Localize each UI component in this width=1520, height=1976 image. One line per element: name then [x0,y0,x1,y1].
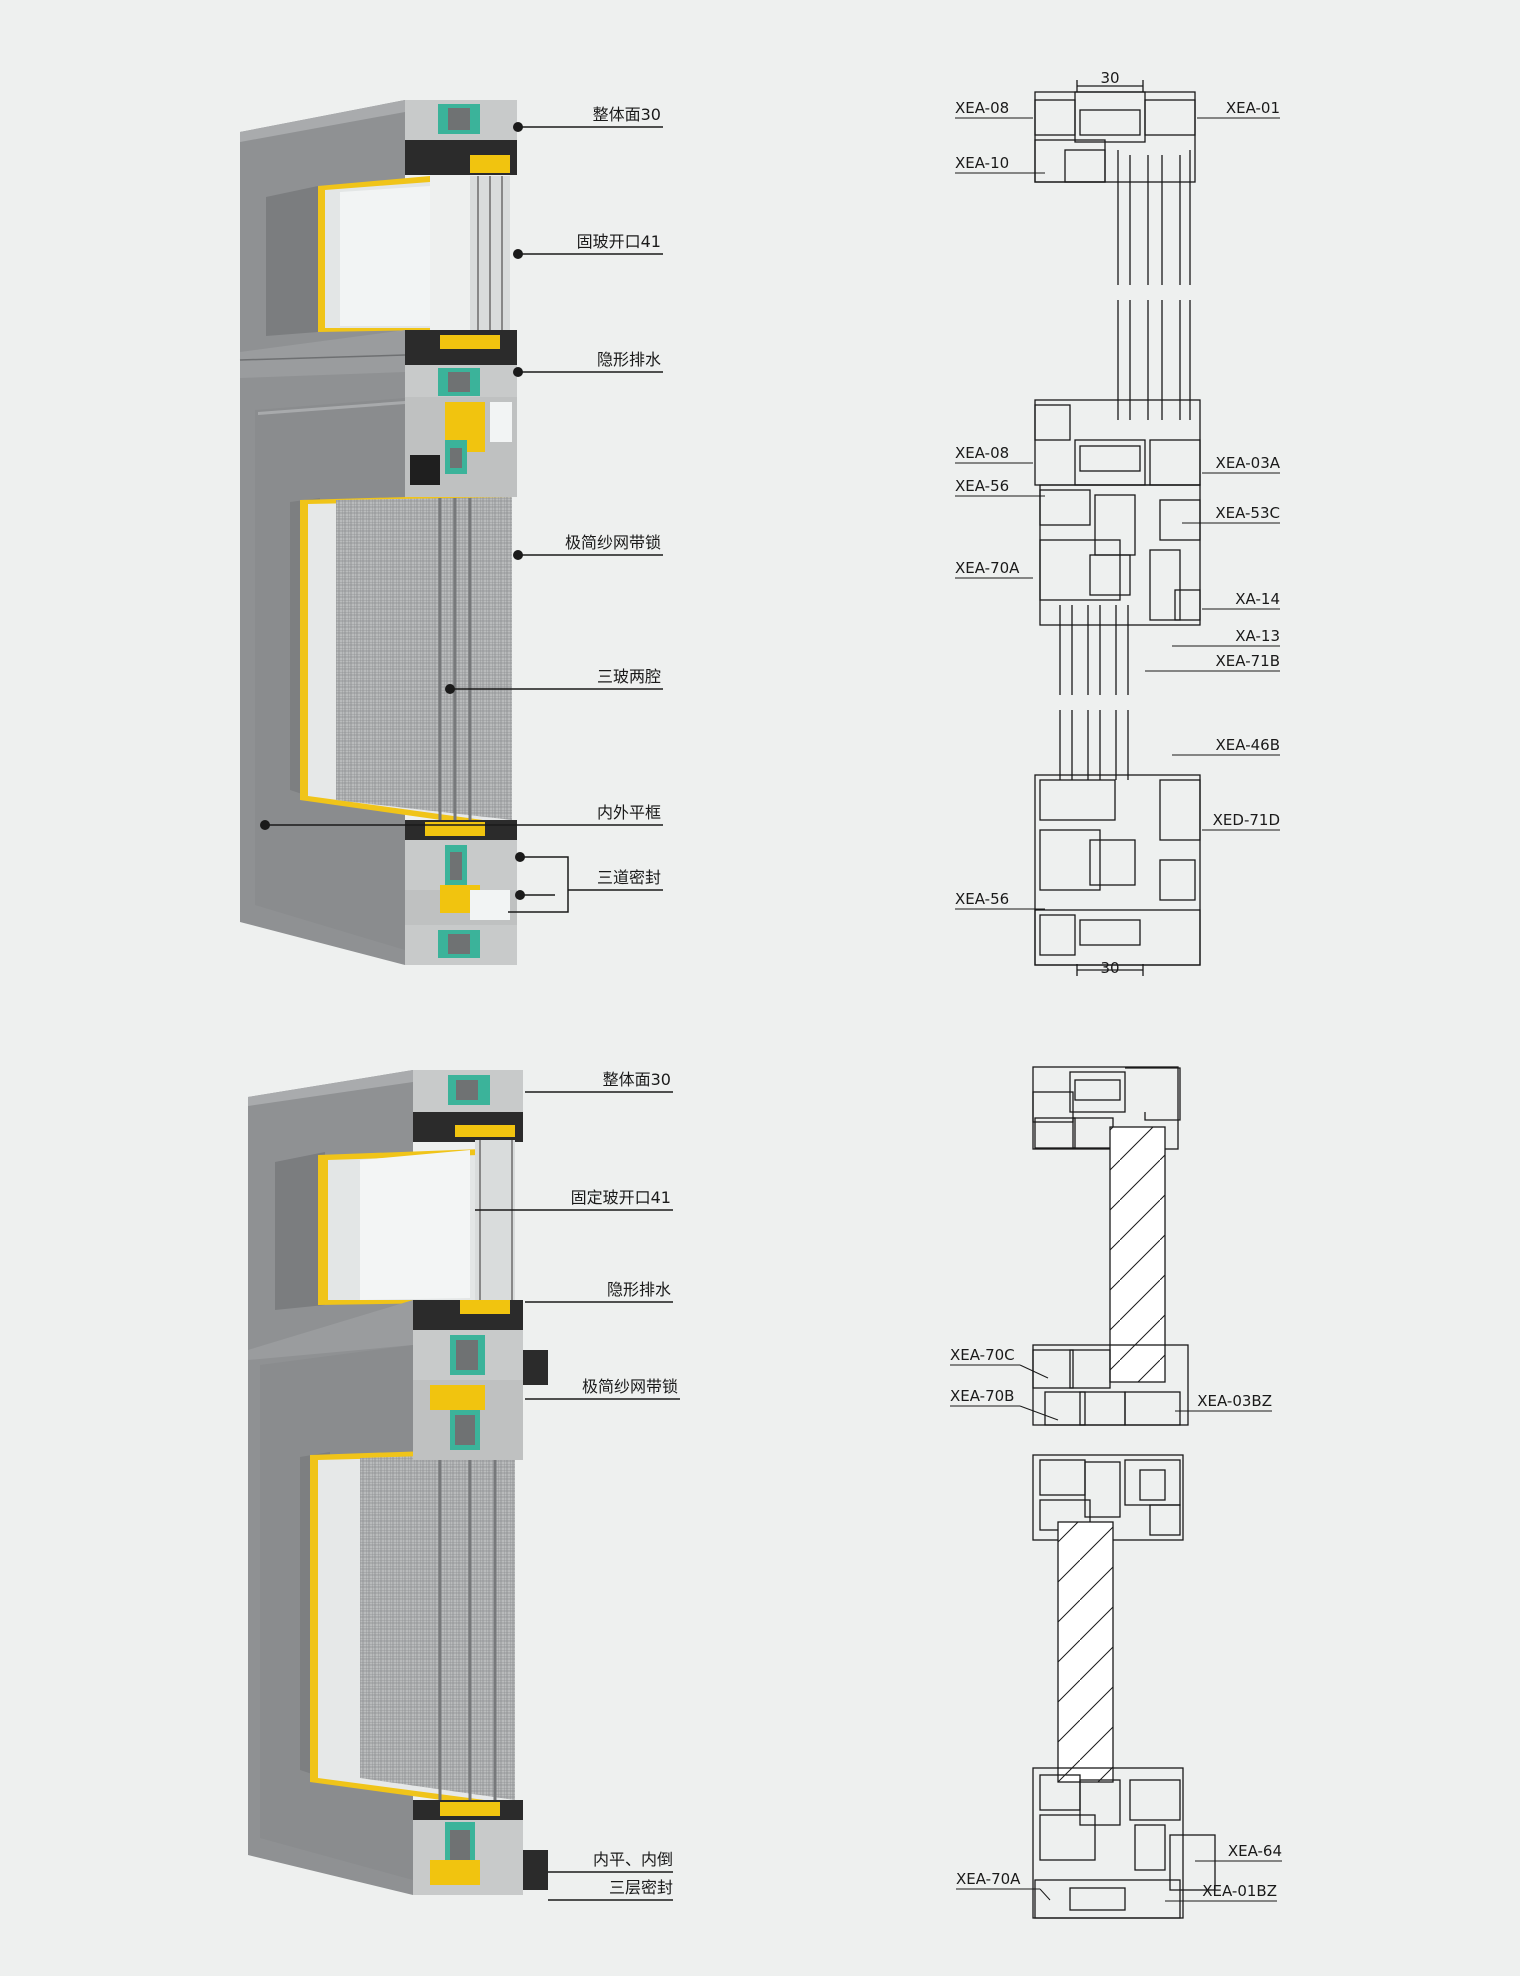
code-left-1: XEA-08 [955,99,1009,117]
label-top-1: 整体面30 [593,105,661,124]
label-bottom-3: 隐形排水 [607,1280,671,1299]
code-bottom-right-1: XEA-03BZ [1197,1392,1272,1410]
code-bottom-left-2: XEA-70B [950,1387,1014,1405]
code-left-4: XEA-56 [955,477,1009,495]
label-bottom-2: 固定玻开口41 [571,1188,671,1207]
top-window-3d [239,100,517,965]
code-right-1: XEA-01 [1226,99,1280,117]
top-technical-drawing [1034,80,1201,976]
top-profile-cross-section [405,100,517,965]
code-left-5: XEA-70A [955,559,1020,577]
top-callouts: 整体面30 固玻开口41 隐形排水 极简纱网带锁 三玻两腔 内外平框 三道密封 [260,105,663,913]
code-right-3: XEA-53C [1215,504,1280,522]
code-bottom-left-1: XEA-70C [950,1346,1015,1364]
code-right-7: XEA-46B [1216,736,1280,754]
top-window-opening [266,186,318,336]
code-right-5: XA-13 [1235,627,1280,645]
label-bottom-1: 整体面30 [603,1070,671,1089]
label-top-5: 三玻两腔 [597,667,661,686]
bottom-callouts: 整体面30 固定玻开口41 隐形排水 极简纱网带锁 内平、内倒 三层密封 [475,1070,680,1901]
code-left-2: XEA-10 [955,154,1009,172]
code-left-6: XEA-56 [955,890,1009,908]
screen-mesh [336,497,512,820]
code-right-4: XA-14 [1235,590,1280,608]
code-bottom-left-3: XEA-70A [956,1870,1021,1888]
label-top-2: 固玻开口41 [577,232,661,251]
label-top-4: 极简纱网带锁 [565,533,661,552]
label-bottom-6: 三层密封 [609,1878,673,1897]
dimension-bottom: 30 [1100,959,1119,977]
code-right-2: XEA-03A [1216,454,1281,472]
label-top-6: 内外平框 [597,803,661,822]
bottom-profile-cross-section [413,1070,548,1895]
bottom-window-3d [248,1070,548,1895]
code-bottom-right-3: XEA-01BZ [1202,1882,1277,1900]
dimension-top: 30 [1100,69,1119,87]
label-bottom-5: 内平、内倒 [593,1850,673,1869]
label-bottom-4: 极简纱网带锁 [582,1377,678,1396]
code-bottom-right-2: XEA-64 [1228,1842,1282,1860]
label-top-7: 三道密封 [597,868,661,887]
code-right-6: XEA-71B [1216,652,1280,670]
code-left-3: XEA-08 [955,444,1009,462]
label-top-3: 隐形排水 [597,350,661,369]
code-right-8: XED-71D [1213,811,1280,829]
bottom-technical-drawing [1032,1066,1216,1919]
bottom-drawing-annotations: XEA-70C XEA-70B XEA-70A XEA-03BZ XEA-64 … [950,1346,1282,1902]
top-drawing-annotations: 30 30 XEA-08 XEA-10 XEA-08 XEA-56 XEA-70… [955,69,1281,977]
